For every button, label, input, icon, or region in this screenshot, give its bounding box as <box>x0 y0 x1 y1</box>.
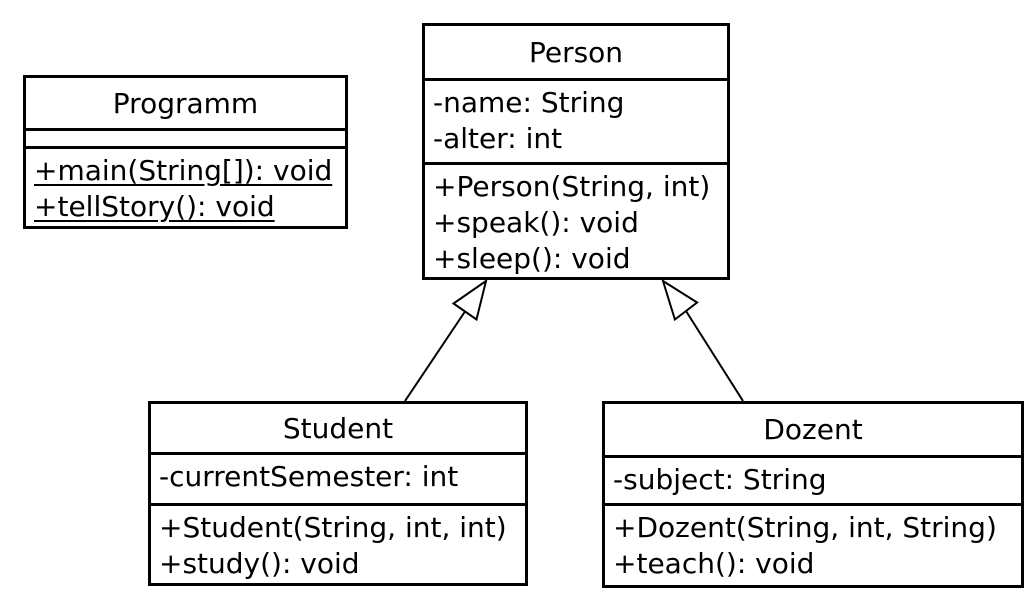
method-line: +speak(): void <box>433 206 639 239</box>
method-line: +sleep(): void <box>433 242 631 275</box>
generalization-dozent-to-person <box>661 278 744 402</box>
inheritance-line <box>404 310 466 402</box>
attribute-line: -currentSemester: int <box>159 460 459 493</box>
method-line: +main(String[]): void <box>34 154 333 187</box>
method-line: +tellStory(): void <box>34 190 275 223</box>
attributes-compartment: -name: String -alter: int <box>425 78 727 162</box>
attributes-compartment <box>26 128 345 146</box>
attributes-compartment: -currentSemester: int <box>151 452 525 503</box>
attribute-line: -alter: int <box>433 122 563 155</box>
inheritance-line <box>685 310 744 402</box>
methods-compartment: +Student(String, int, int) +study(): voi… <box>151 503 525 583</box>
class-title: Student <box>282 411 394 445</box>
class-box-person: Person -name: String -alter: int +Person… <box>422 23 730 280</box>
attribute-line: -subject: String <box>613 463 827 496</box>
methods-compartment: +Person(String, int) +speak(): void +sle… <box>425 162 727 277</box>
class-title: Dozent <box>763 413 863 446</box>
inheritance-arrowhead-icon <box>661 278 699 322</box>
method-line: +teach(): void <box>613 547 815 580</box>
methods-compartment: +main(String[]): void +tellStory(): void <box>26 146 345 226</box>
class-title: Programm <box>112 86 259 120</box>
attribute-line: -name: String <box>433 86 625 119</box>
method-line: +Student(String, int, int) <box>159 511 507 544</box>
methods-compartment: +Dozent(String, int, String) +teach(): v… <box>605 503 1021 585</box>
class-title: Person <box>528 35 624 69</box>
method-line: +study(): void <box>159 547 360 580</box>
inheritance-arrowhead-icon <box>451 278 488 322</box>
class-box-programm: Programm +main(String[]): void +tellStor… <box>23 75 348 229</box>
generalization-student-to-person <box>404 278 488 402</box>
class-box-student: Student -currentSemester: int +Student(S… <box>148 401 528 586</box>
class-box-dozent: Dozent -subject: String +Dozent(String, … <box>602 401 1024 588</box>
method-line: +Person(String, int) <box>433 170 711 203</box>
attributes-compartment: -subject: String <box>605 455 1021 503</box>
method-line: +Dozent(String, int, String) <box>613 511 997 544</box>
